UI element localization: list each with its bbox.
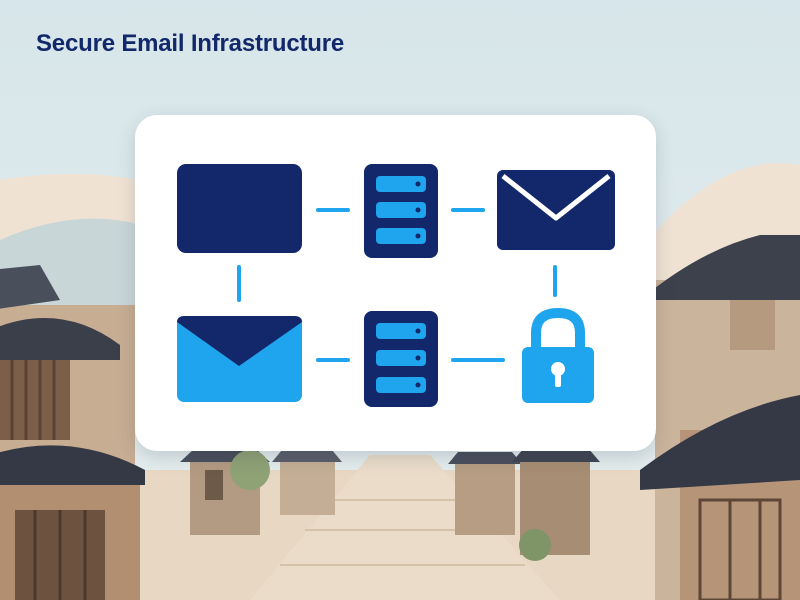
incoming-envelope-icon — [177, 316, 302, 402]
padlock-icon — [520, 307, 596, 405]
far-buildings — [180, 448, 600, 561]
right-hanok-building — [640, 235, 800, 600]
street-path — [250, 455, 560, 600]
mail-server-top-icon — [364, 164, 438, 258]
mail-server-bottom-icon — [364, 311, 438, 407]
connector-layer — [237, 208, 557, 362]
page-title: Secure Email Infrastructure — [36, 30, 345, 57]
left-hanok-building — [0, 265, 145, 600]
outgoing-envelope-icon — [497, 170, 615, 250]
mail-client-window-icon — [177, 164, 302, 253]
diagram-card — [135, 115, 656, 451]
